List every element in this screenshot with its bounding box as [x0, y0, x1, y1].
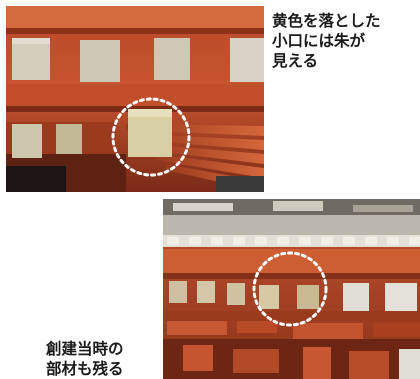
- rafter-ends: [163, 235, 420, 247]
- eaves-photo-bottom-illustration: [163, 199, 420, 379]
- caption-top-line-2: 小口には朱が: [272, 32, 366, 50]
- caption-bottom-line-1: 創建当時の: [46, 340, 124, 358]
- lower-brackets: [163, 311, 420, 379]
- photo-eaves-bottom: [163, 199, 420, 379]
- caption-bottom-line-2: 部材も残る: [46, 360, 124, 378]
- caption-bottom: 創建当時の 部材も残る: [46, 339, 124, 379]
- caption-top: 黄色を落とした 小口には朱が 見える: [272, 11, 381, 71]
- roof-boards: [163, 199, 420, 235]
- upper-beam: [6, 6, 264, 28]
- beam-ends-lower-row: [12, 109, 172, 158]
- caption-top-line-3: 見える: [272, 52, 319, 70]
- photo-eaves-top: [6, 6, 264, 192]
- highlighted-beam-end: [259, 285, 279, 309]
- highlight-circle-top: [111, 97, 191, 177]
- beam-ends-top-row: [12, 38, 264, 82]
- horizontal-beam: [6, 84, 264, 110]
- caption-top-line-1: 黄色を落とした: [272, 12, 381, 30]
- highlight-circle-bottom: [252, 251, 328, 327]
- eaves-photo-top-illustration: [6, 6, 264, 192]
